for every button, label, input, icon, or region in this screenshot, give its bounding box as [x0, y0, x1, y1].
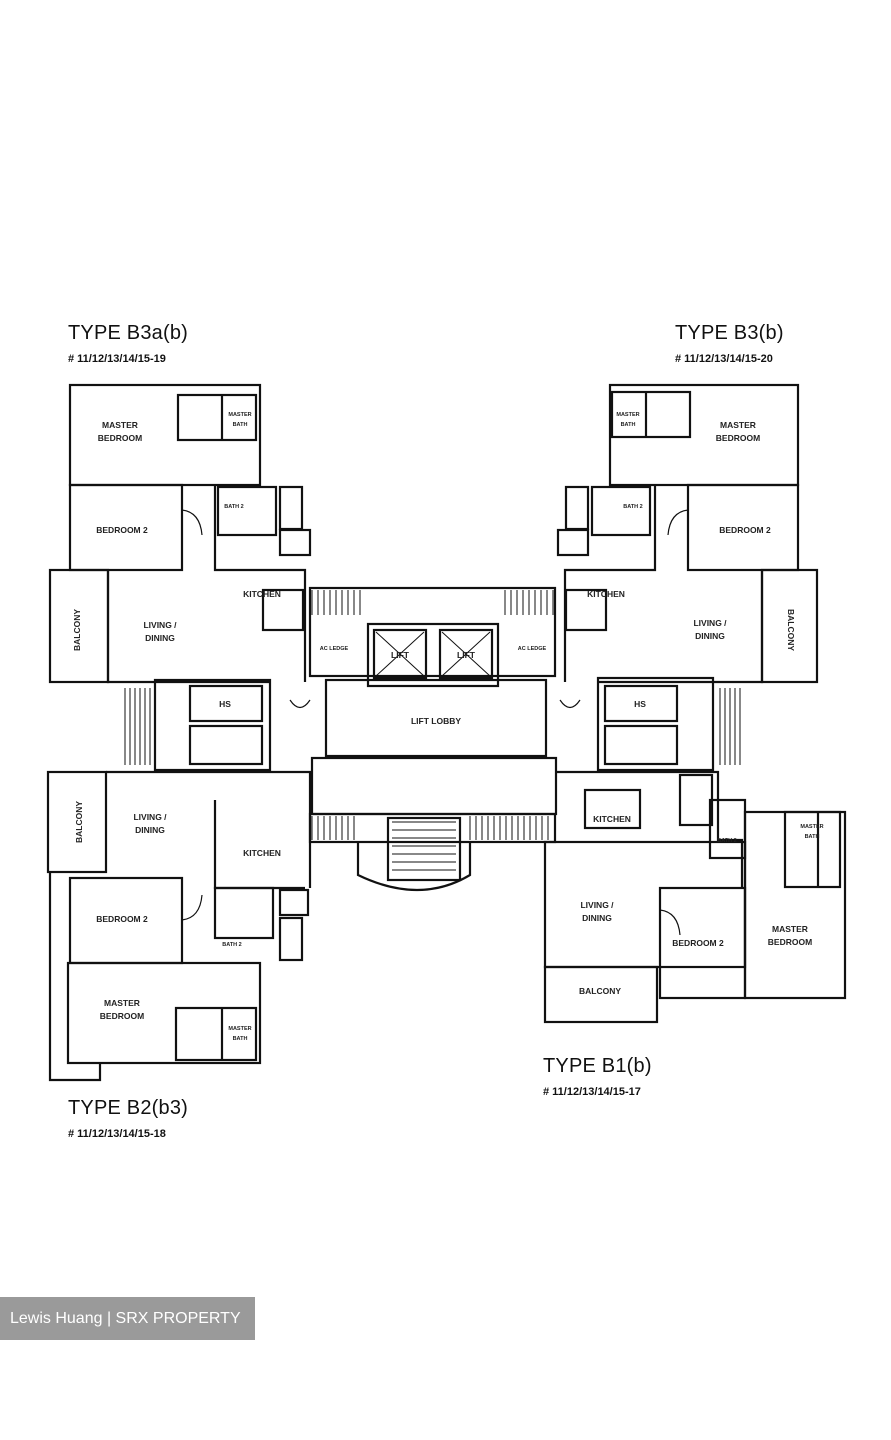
unit-b1-title: TYPE B1(b): [543, 1055, 652, 1077]
bedroom2-label: BEDROOM 2: [719, 525, 771, 535]
master-bath-label: MASTER: [228, 412, 251, 418]
kitchen-label: KITCHEN: [243, 848, 281, 858]
master-bath-label: MASTER: [228, 1026, 251, 1032]
master-bath-label-2: BATH: [233, 422, 248, 428]
unit-b3-walls: [556, 383, 819, 684]
master-bedroom-label: MASTER: [720, 420, 756, 430]
unit-b2-labels: BALCONY LIVING / DINING KITCHEN BEDROOM …: [74, 801, 281, 1042]
balcony-label: BALCONY: [579, 986, 621, 996]
core-stair-hatching: [124, 590, 741, 871]
master-bath-label-2: BATH: [621, 422, 636, 428]
master-bath-label-2: BATH: [805, 834, 820, 840]
unit-b3-labels: MASTER BEDROOM MASTER BATH BEDROOM 2 BAT…: [587, 412, 796, 709]
bedroom2-label: BEDROOM 2: [672, 938, 724, 948]
master-bath-label-2: BATH: [233, 1036, 248, 1042]
unit-b3a-walls: [48, 383, 312, 684]
unit-b3-numbers: # 11/12/13/14/15-20: [675, 353, 773, 365]
bedroom2-label: BEDROOM 2: [96, 525, 148, 535]
core-walls: [308, 586, 558, 892]
dining-label: DINING: [135, 825, 165, 835]
unit-b2-numbers: # 11/12/13/14/15-18: [68, 1128, 166, 1140]
unit-b3-title: TYPE B3(b): [675, 322, 784, 344]
balcony-label: BALCONY: [786, 609, 796, 651]
living-label: LIVING /: [580, 900, 614, 910]
living-label: LIVING /: [143, 620, 177, 630]
master-bedroom-label: MASTER: [772, 924, 808, 934]
ac-ledge-label: AC LEDGE: [518, 646, 547, 652]
hs-label: HS: [634, 699, 646, 709]
unit-b1-labels: KITCHEN BATH 2 LIVING / DINING BEDROOM 2…: [579, 814, 824, 996]
bath2-label: BATH 2: [224, 504, 243, 510]
balcony-label: BALCONY: [74, 801, 84, 843]
bath2-label: BATH 2: [623, 504, 642, 510]
living-label: LIVING /: [133, 812, 167, 822]
bedroom2-label: BEDROOM 2: [96, 914, 148, 924]
bath2-label: BATH 2: [222, 942, 241, 948]
dining-label: DINING: [145, 633, 175, 643]
unit-b1-walls: [543, 770, 847, 1024]
unit-b3a-title: TYPE B3a(b): [68, 322, 189, 344]
unit-b2-walls: [46, 770, 312, 1082]
master-bedroom-label-2: BEDROOM: [768, 937, 812, 947]
kitchen-label: KITCHEN: [587, 589, 625, 599]
lift-lobby-label: LIFT LOBBY: [411, 716, 461, 726]
master-bedroom-label-2: BEDROOM: [98, 433, 142, 443]
unit-b2-title: TYPE B2(b3): [68, 1097, 189, 1119]
unit-b3a-numbers: # 11/12/13/14/15-19: [68, 353, 166, 365]
kitchen-label: KITCHEN: [243, 589, 281, 599]
lift-label-1: LIFT: [391, 650, 410, 660]
hs-blocks: [153, 676, 715, 772]
master-bedroom-label-2: BEDROOM: [716, 433, 760, 443]
master-bedroom-label-2: BEDROOM: [100, 1011, 144, 1021]
unit-b1-numbers: # 11/12/13/14/15-17: [543, 1086, 641, 1098]
dining-label: DINING: [695, 631, 725, 641]
master-bedroom-label: MASTER: [104, 998, 140, 1008]
living-label: LIVING /: [693, 618, 727, 628]
unit-b3a-labels: MASTER BEDROOM MASTER BATH BEDROOM 2 BAT…: [72, 412, 281, 709]
master-bath-label: MASTER: [616, 412, 639, 418]
ac-ledge-label: AC LEDGE: [320, 646, 349, 652]
bath2-label: BATH 2: [717, 838, 736, 844]
lift-label-2: LIFT: [457, 650, 476, 660]
watermark-badge: Lewis Huang | SRX PROPERTY: [0, 1297, 255, 1340]
master-bedroom-label: MASTER: [102, 420, 138, 430]
balcony-label: BALCONY: [72, 609, 82, 651]
core-labels: LIFT LIFT LIFT LOBBY AC LEDGE AC LEDGE: [320, 646, 547, 726]
kitchen-label: KITCHEN: [593, 814, 631, 824]
door-swings: [181, 509, 689, 936]
master-bath-label: MASTER: [800, 824, 823, 830]
hs-label: HS: [219, 699, 231, 709]
dining-label: DINING: [582, 913, 612, 923]
